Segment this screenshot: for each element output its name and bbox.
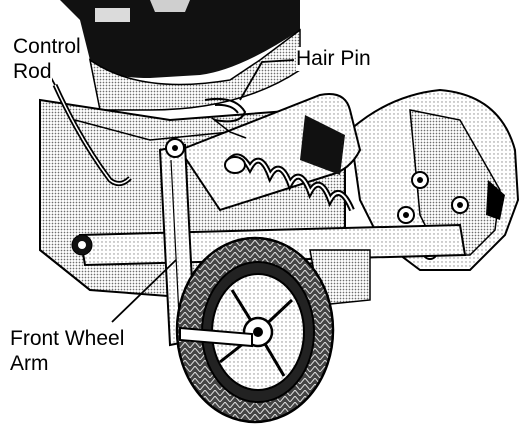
spring [224,153,355,212]
control-rod-label-line2: Rod [13,60,52,84]
wheel-spindle [179,326,253,348]
control-rod-label-line1: Control [13,35,81,59]
upper-arm [178,93,362,212]
hair-pin-leader [239,59,295,101]
engine-housing [60,0,301,111]
rear-shield [348,88,520,271]
hair-pin [204,97,247,139]
control-rod [52,83,132,186]
front-wheel [175,236,335,424]
front-wheel-arm-label-line1: Front Wheel [10,327,125,351]
hair-pin-label: Hair Pin [296,47,371,71]
front-wheel-arm-label-line2: Arm [10,352,49,376]
front-wheel-arm-leader [111,259,177,323]
